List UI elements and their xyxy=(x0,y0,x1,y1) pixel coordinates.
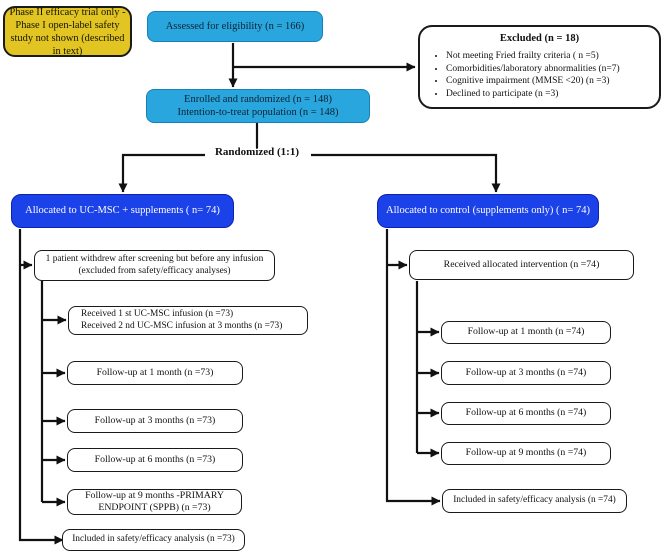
received-intervention-text: Received allocated intervention (n =74) xyxy=(443,258,600,270)
phase-note-box: Phase II efficacy trial only - Phase I o… xyxy=(3,6,132,57)
withdrew-line2: (excluded from safety/efficacy analyses) xyxy=(78,265,231,276)
followup-9m-right-text: Follow-up at 9 months (n =74) xyxy=(465,447,587,459)
followup-6m-right-box: Follow-up at 6 months (n =74) xyxy=(441,402,611,425)
withdrew-box: 1 patient withdrew after screening but b… xyxy=(34,250,275,281)
alloc-ucmsc-text: Allocated to UC-MSC + supplements ( n= 7… xyxy=(25,205,220,217)
alloc-control-text: Allocated to control (supplements only) … xyxy=(386,205,590,217)
followup-1m-left-text: Follow-up at 1 month (n =73) xyxy=(96,366,214,378)
followup-9m-left-box: Follow-up at 9 months -PRIMARY ENDPOINT … xyxy=(67,489,242,515)
excluded-reason: Comorbidities/laboratory abnormalities (… xyxy=(446,63,620,76)
infusion-box: Received 1 st UC-MSC infusion (n =73) Re… xyxy=(68,306,308,335)
included-right-box: Included in safety/efficacy analysis (n … xyxy=(442,489,627,513)
excluded-reason: Declined to participate (n =3) xyxy=(446,88,620,101)
followup-6m-left-text: Follow-up at 6 months (n =73) xyxy=(94,453,216,465)
followup-3m-right-box: Follow-up at 3 months (n =74) xyxy=(441,361,611,385)
excluded-title: Excluded (n = 18) xyxy=(499,33,580,44)
followup-1m-left-box: Follow-up at 1 month (n =73) xyxy=(67,361,243,385)
randomized-label: Randomized (1:1) xyxy=(214,146,300,158)
excluded-reason: Not meeting Fried frailty criteria ( n =… xyxy=(446,50,620,63)
followup-6m-left-box: Follow-up at 6 months (n =73) xyxy=(67,448,243,472)
included-left-text: Included in safety/efficacy analysis (n … xyxy=(72,534,235,545)
followup-9m-right-box: Follow-up at 9 months (n =74) xyxy=(441,442,611,465)
phase-note-text: Phase II efficacy trial only - Phase I o… xyxy=(9,6,126,57)
infusion-line1: Received 1 st UC-MSC infusion (n =73) xyxy=(81,308,234,319)
alloc-control-box: Allocated to control (supplements only) … xyxy=(377,194,599,228)
followup-1m-right-text: Follow-up at 1 month (n =74) xyxy=(467,326,585,338)
included-left-box: Included in safety/efficacy analysis (n … xyxy=(62,529,245,551)
excluded-reasons-list: Not meeting Fried frailty criteria ( n =… xyxy=(420,50,626,101)
received-intervention-box: Received allocated intervention (n =74) xyxy=(409,250,634,280)
followup-9m-left-line1: Follow-up at 9 months -PRIMARY xyxy=(85,489,224,501)
followup-6m-right-text: Follow-up at 6 months (n =74) xyxy=(465,407,587,419)
enrolled-line2: Intention-to-treat population (n = 148) xyxy=(177,107,339,118)
enrolled-line1: Enrolled and randomized (n = 148) xyxy=(184,93,332,105)
assessed-eligibility-text: Assessed for eligibility (n = 166) xyxy=(165,20,305,32)
followup-3m-left-box: Follow-up at 3 months (n =73) xyxy=(67,409,243,433)
followup-9m-left-line2: ENDPOINT (SPPB) (n =73) xyxy=(98,502,211,513)
excluded-box: Excluded (n = 18) Not meeting Fried frai… xyxy=(418,25,661,109)
assessed-eligibility-box: Assessed for eligibility (n = 166) xyxy=(147,11,323,42)
enrolled-box: Enrolled and randomized (n = 148) Intent… xyxy=(146,89,370,123)
included-right-text: Included in safety/efficacy analysis (n … xyxy=(453,495,616,506)
followup-3m-right-text: Follow-up at 3 months (n =74) xyxy=(465,366,587,378)
withdrew-line1: 1 patient withdrew after screening but b… xyxy=(45,253,264,264)
followup-1m-right-box: Follow-up at 1 month (n =74) xyxy=(441,321,611,344)
excluded-reason: Cognitive impairment (MMSE <20) (n =3) xyxy=(446,75,620,88)
alloc-ucmsc-box: Allocated to UC-MSC + supplements ( n= 7… xyxy=(11,194,234,228)
infusion-line2: Received 2 nd UC-MSC infusion at 3 month… xyxy=(81,320,283,331)
followup-3m-left-text: Follow-up at 3 months (n =73) xyxy=(94,414,216,426)
